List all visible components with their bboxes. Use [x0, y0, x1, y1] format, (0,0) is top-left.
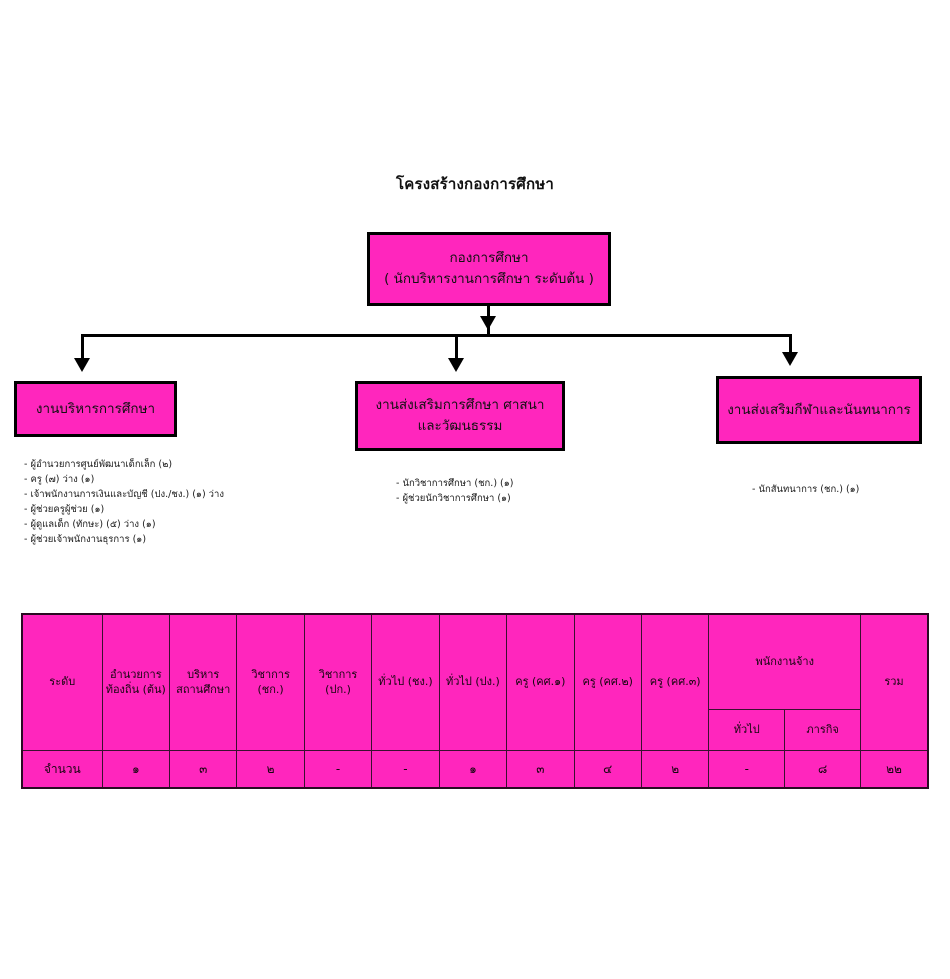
staff-list-item: - ผู้ช่วยเจ้าพนักงานธุรการ (๑) [24, 534, 147, 545]
page-title: โครงสร้างกองการศึกษา [396, 175, 554, 193]
table-header-teacher-2: ครู (คศ.๒) [573, 613, 642, 751]
arrow-down-icon-root [480, 316, 496, 330]
org-node-root-title: กองการศึกษา [449, 250, 529, 267]
org-node-promote-title-line2: และวัฒนธรรม [417, 418, 503, 434]
table-header-employee-mission: ภารกิจ [784, 709, 862, 751]
table-header-school-admin: บริหาร สถานศึกษา [168, 613, 238, 751]
staff-list-promote: - นักวิชาการศึกษา (ชก.) (๑) - ผู้ช่วยนัก… [396, 476, 514, 506]
staff-list-item: - นักสันทนาการ (ชก.) (๑) [752, 484, 860, 495]
org-node-sport: งานส่งเสริมกีฬาและนันทนาการ [716, 376, 922, 444]
connector-drop-promote [455, 334, 458, 360]
org-node-promote: งานส่งเสริมการศึกษา ศาสนา และวัฒนธรรม [355, 381, 565, 451]
table-header-director-line2: ท้องถิ่น (ต้น) [105, 682, 166, 696]
arrow-down-icon-sport [782, 352, 798, 366]
table-cell-academic-chok: ๒ [236, 750, 305, 789]
table-header-row-primary: ระดับ อำนวยการ ท้องถิ่น (ต้น) บริหาร สถา… [21, 613, 929, 751]
table-header-director: อำนวยการ ท้องถิ่น (ต้น) [101, 613, 170, 751]
org-node-root: กองการศึกษา ( นักบริหารงานการศึกษา ระดับ… [367, 232, 611, 306]
org-node-promote-title: งานส่งเสริมการศึกษา ศาสนา [375, 397, 545, 414]
table-header-director-line1: อำนวยการ [109, 667, 162, 681]
table-header-employee-general: ทั่วไป [708, 709, 786, 751]
table-cell-teacher-1: ๓ [506, 750, 575, 789]
table-header-teacher-3: ครู (คศ.๓) [640, 613, 710, 751]
staff-summary-table: ระดับ อำนวยการ ท้องถิ่น (ต้น) บริหาร สถา… [21, 613, 929, 789]
table-header-school-admin-line1: บริหาร [187, 667, 220, 681]
staff-list-item: - เจ้าพนักงานการเงินและบัญชี (ปง./ชง.) (… [24, 489, 224, 500]
org-node-admin-title: งานบริหารการศึกษา [35, 400, 156, 417]
table-header-academic-chok: วิชาการ (ชก.) [236, 613, 305, 751]
table-cell-academic-pok: - [303, 750, 373, 789]
table-cell-employee-mission: ๘ [784, 750, 862, 789]
table-row: จำนวน ๑ ๓ ๒ - - ๑ ๓ ๔ ๒ - ๘ ๒๒ [21, 750, 929, 789]
table-header-teacher-1: ครู (คศ.๑) [506, 613, 575, 751]
staff-list-item: - ผู้ดูแลเด็ก (ทักษะ) (๕) ว่าง (๑) [24, 519, 156, 530]
table-header-employee-group: พนักงานจ้าง [708, 613, 862, 710]
staff-list-item: - ผู้ช่วยนักวิชาการศึกษา (๑) [396, 493, 511, 504]
staff-list-item: - ครู (๗) ว่าง (๑) [24, 474, 95, 485]
table-cell-general-pong: ๑ [438, 750, 508, 789]
table-cell-general-chong: - [371, 750, 440, 789]
table-header-general-chong: ทั่วไป (ชง.) [371, 613, 440, 751]
table-cell-school-admin: ๓ [168, 750, 238, 789]
table-header-academic-pok: วิชาการ (ปก.) [303, 613, 373, 751]
connector-horizontal-bus [81, 334, 792, 337]
connector-drop-sport [789, 334, 792, 360]
table-cell-director: ๑ [101, 750, 170, 789]
table-cell-teacher-3: ๒ [640, 750, 710, 789]
table-cell-teacher-2: ๔ [573, 750, 642, 789]
connector-drop-admin [81, 334, 84, 360]
staff-list-admin: - ผู้อำนวยการศูนย์พัฒนาเด็กเล็ก (๒) - คร… [24, 457, 224, 547]
arrow-down-icon-promote [448, 358, 464, 372]
table-header-total: รวม [860, 613, 929, 751]
arrow-down-icon-admin [74, 358, 90, 372]
table-header-level: ระดับ [21, 613, 103, 751]
staff-list-item: - นักวิชาการศึกษา (ชก.) (๑) [396, 478, 514, 489]
staff-list-item: - ผู้ช่วยครูผู้ช่วย (๑) [24, 504, 105, 515]
org-node-root-subtitle: ( นักบริหารงานการศึกษา ระดับต้น ) [384, 271, 594, 287]
table-header-row-secondary: ทั่วไป ภารกิจ [22, 709, 928, 751]
staff-list-sport: - นักสันทนาการ (ชก.) (๑) [752, 482, 859, 497]
table-cell-row-label: จำนวน [21, 750, 103, 789]
staff-list-item: - ผู้อำนวยการศูนย์พัฒนาเด็กเล็ก (๒) [24, 459, 173, 470]
org-node-admin: งานบริหารการศึกษา [14, 381, 177, 437]
table-header-general-pong: ทั่วไป (ปง.) [438, 613, 508, 751]
table-cell-total: ๒๒ [860, 750, 929, 789]
table-cell-employee-general: - [708, 750, 786, 789]
org-node-sport-title: งานส่งเสริมกีฬาและนันทนาการ [727, 401, 911, 418]
table-header-school-admin-line2: สถานศึกษา [176, 682, 231, 696]
